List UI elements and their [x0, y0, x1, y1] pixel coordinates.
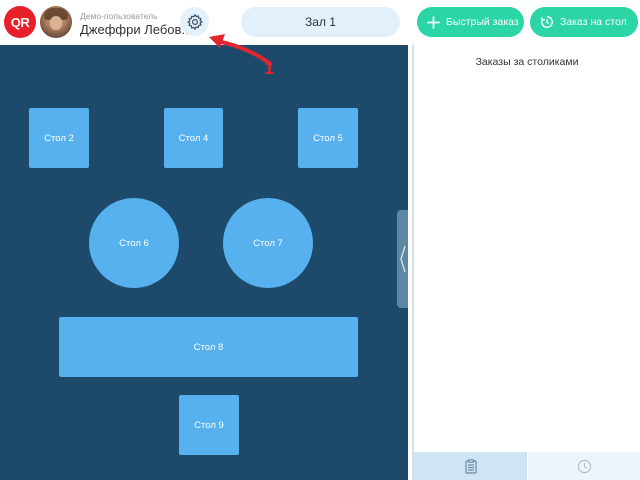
user-name[interactable]: Джеффри Лебов... [80, 22, 193, 37]
tab-current-orders[interactable] [414, 452, 527, 480]
settings-button[interactable] [180, 7, 209, 36]
avatar[interactable] [40, 6, 72, 38]
table-label: Стол 8 [193, 341, 224, 353]
top-bar: QR Демо-пользователь Джеффри Лебов... За… [0, 0, 640, 45]
table-9[interactable]: Стол 9 [179, 395, 239, 455]
chevron-left-icon [399, 245, 406, 273]
tab-hall-1[interactable]: Зал 1 [241, 7, 400, 37]
table-label: Стол 9 [194, 419, 224, 431]
table-order-button[interactable]: Заказ на стол [530, 7, 638, 37]
gear-icon [186, 13, 203, 30]
orders-panel: Заказы за столиками [412, 45, 640, 480]
table-label: Стол 7 [253, 237, 283, 249]
quick-order-label: Быстрый заказ [446, 16, 519, 28]
app-logo: QR [4, 6, 36, 38]
clipboard-icon [464, 458, 477, 474]
table-4[interactable]: Стол 4 [164, 108, 223, 168]
table-label: Стол 4 [178, 132, 209, 144]
table-label: Стол 2 [44, 132, 74, 144]
table-order-label: Заказ на стол [560, 16, 627, 28]
table-6[interactable]: Стол 6 [89, 198, 179, 288]
panel-title: Заказы за столиками [475, 56, 579, 68]
clock-icon [577, 459, 592, 473]
timer-icon [540, 15, 554, 29]
table-5[interactable]: Стол 5 [298, 108, 358, 168]
table-2[interactable]: Стол 2 [29, 108, 89, 168]
plus-icon [427, 15, 440, 29]
panel-collapse-handle[interactable] [397, 210, 408, 308]
logo-text: QR [10, 14, 30, 30]
table-8[interactable]: Стол 8 [59, 317, 358, 377]
user-role: Демо-пользователь [80, 11, 158, 21]
table-label: Стол 6 [119, 237, 149, 249]
quick-order-button[interactable]: Быстрый заказ [417, 7, 524, 37]
table-7[interactable]: Стол 7 [223, 198, 313, 288]
tab-order-history[interactable] [528, 452, 640, 480]
table-label: Стол 5 [313, 132, 343, 144]
panel-tabs [414, 452, 640, 480]
annotation-callout: 1 [264, 58, 275, 78]
hall-floor-map: Стол 2 Стол 4 Стол 5 Стол 6 Стол 7 Стол … [0, 45, 408, 480]
